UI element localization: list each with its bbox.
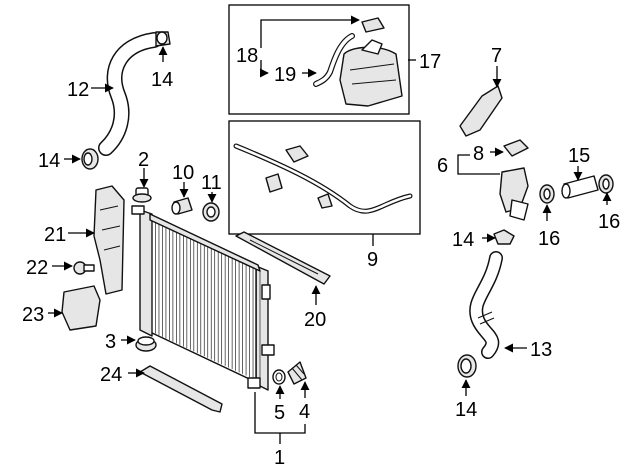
hose-clamp-part <box>457 354 477 378</box>
callout-10: 10 <box>172 162 194 184</box>
callout-14: 14 <box>455 399 477 421</box>
callout-13: 13 <box>530 339 552 361</box>
radiator-part <box>131 205 275 391</box>
callout-14: 14 <box>38 150 60 172</box>
lower-hose-part <box>469 251 503 359</box>
bypass-clamp-part <box>202 202 220 222</box>
leader-1 <box>254 392 306 444</box>
callout-5: 5 <box>274 402 285 424</box>
cooler-line-part <box>233 143 413 214</box>
callout-12: 12 <box>67 79 89 101</box>
callout-14: 14 <box>151 69 173 91</box>
callout-11: 11 <box>201 172 222 194</box>
leader-18-bottom <box>259 60 269 78</box>
callout-22: 22 <box>26 257 48 279</box>
air-guide-part <box>93 185 125 295</box>
callout-1: 1 <box>274 447 285 469</box>
callout-2: 2 <box>138 149 149 171</box>
callout-20: 20 <box>304 309 326 331</box>
radiator-fins <box>151 220 261 382</box>
radiator-cap-part <box>132 187 152 203</box>
callout-19: 19 <box>274 64 296 86</box>
water-outlet-part <box>499 167 529 221</box>
support-cushion-part <box>135 336 157 352</box>
bypass-hose-right-part <box>561 175 599 199</box>
reservoir-part <box>339 39 403 107</box>
drain-cock-part <box>287 361 307 385</box>
oil-cooler-line-group-box <box>228 120 421 235</box>
seal-part <box>61 285 101 331</box>
callout-4: 4 <box>299 401 310 423</box>
hose-clamp-part <box>155 31 171 47</box>
callout-21: 21 <box>44 224 66 246</box>
clamp-right-part <box>598 174 614 194</box>
clamp-right-part <box>539 184 555 204</box>
callout-6: 6 <box>437 155 448 177</box>
callout-18: 18 <box>236 45 258 67</box>
hose-clamp-part <box>493 229 515 245</box>
callout-24: 24 <box>100 364 122 386</box>
callout-16: 16 <box>598 211 620 233</box>
bypass-hose-part <box>171 197 193 215</box>
hose-clamp-part <box>81 148 99 170</box>
upper-support-part <box>235 231 331 285</box>
o-ring-part <box>272 369 286 385</box>
callout-17: 17 <box>419 51 441 73</box>
upper-hose-part <box>98 32 162 156</box>
callout-9: 9 <box>367 249 378 271</box>
callout-7: 7 <box>491 45 502 67</box>
leader-6 <box>457 154 500 175</box>
bracket-part <box>459 85 503 137</box>
reservoir-cap-part <box>361 17 385 33</box>
overflow-hose-part <box>313 33 355 87</box>
leader-18-top <box>260 15 360 48</box>
clip-part <box>73 261 95 275</box>
lower-seal-part <box>139 365 223 413</box>
callout-8: 8 <box>473 143 484 165</box>
callout-16: 16 <box>538 228 560 250</box>
callout-15: 15 <box>568 145 590 167</box>
callout-23: 23 <box>22 304 44 326</box>
callout-14: 14 <box>452 229 474 251</box>
outlet-cap-part <box>503 139 529 157</box>
callout-3: 3 <box>105 331 116 353</box>
